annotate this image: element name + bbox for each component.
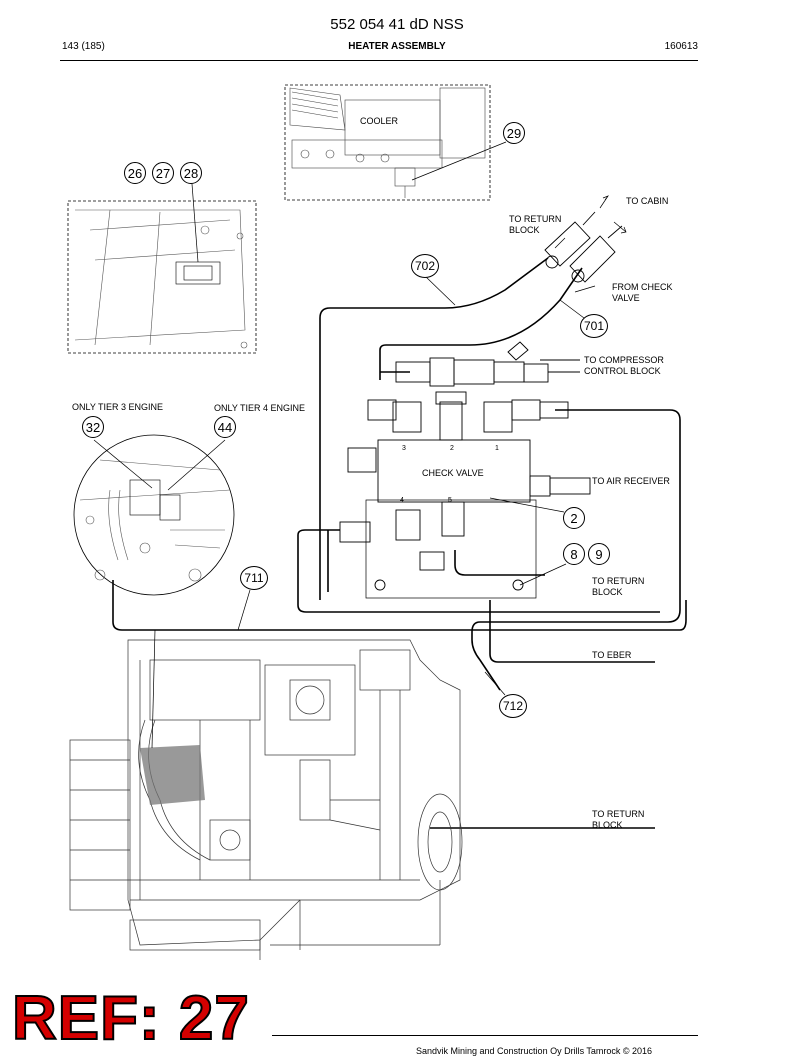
hose-702 [319, 257, 549, 600]
engine-detail-drawing [79, 459, 231, 582]
label-to-return-block-top: TO RETURN BLOCK [509, 214, 562, 235]
check-valve-drawing [339, 341, 591, 599]
port-1: 1 [495, 445, 499, 452]
footer-rule [272, 1035, 698, 1036]
ref-stamp: REF: 27 [11, 984, 250, 1053]
cabin-fittings-drawing [544, 211, 623, 283]
cooler-drawing [289, 87, 486, 198]
port-2: 2 [450, 445, 454, 452]
label-to-return-block-mid: TO RETURN BLOCK [592, 576, 645, 597]
engine-drawing [69, 639, 463, 960]
label-to-eber: TO EBER [592, 650, 632, 660]
callout-711: 711 [240, 566, 268, 590]
leader-lines [93, 141, 596, 749]
cabin-arrows [599, 195, 627, 234]
cooler-inset-frame [284, 84, 491, 201]
hose-701 [327, 267, 583, 592]
engine-detail-circle [73, 434, 235, 596]
callout-702: 702 [411, 254, 439, 278]
header-rule [60, 60, 698, 61]
label-check-valve: CHECK VALVE [422, 468, 484, 478]
callout-701: 701 [580, 314, 608, 338]
sensor-drawing [74, 209, 248, 349]
document-date: 160613 [664, 41, 698, 52]
page-number: 143 (185) [62, 41, 105, 52]
label-to-return-block-bottom: TO RETURN BLOCK [592, 809, 645, 830]
callout-9: 9 [588, 543, 610, 565]
callout-28: 28 [180, 162, 202, 184]
callout-26: 26 [124, 162, 146, 184]
callout-29: 29 [503, 122, 525, 144]
label-only-tier3: ONLY TIER 3 ENGINE [72, 402, 164, 412]
label-to-cabin: TO CABIN [626, 196, 669, 206]
label-from-check-valve: FROM CHECK VALVE [612, 282, 673, 303]
section-title: HEATER ASSEMBLY [348, 41, 446, 52]
callout-32: 32 [82, 416, 104, 438]
callout-8: 8 [563, 543, 585, 565]
port-4: 4 [400, 497, 404, 504]
port-3: 3 [402, 445, 406, 452]
label-to-compressor: TO COMPRESSOR CONTROL BLOCK [584, 355, 664, 376]
callout-2: 2 [563, 507, 585, 529]
document-number: 552 054 41 dD NSS [330, 16, 464, 33]
label-cooler: COOLER [360, 116, 399, 126]
engine-shaded-sensor [140, 745, 205, 805]
footer-copyright: Sandvik Mining and Construction Oy Drill… [416, 1046, 653, 1056]
callout-44: 44 [214, 416, 236, 438]
port-5: 5 [448, 497, 452, 504]
hose-lines [112, 257, 687, 829]
callout-27: 27 [152, 162, 174, 184]
label-only-tier4: ONLY TIER 4 ENGINE [214, 403, 306, 413]
label-to-air-receiver: TO AIR RECEIVER [592, 476, 670, 486]
sensor-inset-frame [67, 200, 257, 354]
callout-712: 712 [499, 694, 527, 718]
